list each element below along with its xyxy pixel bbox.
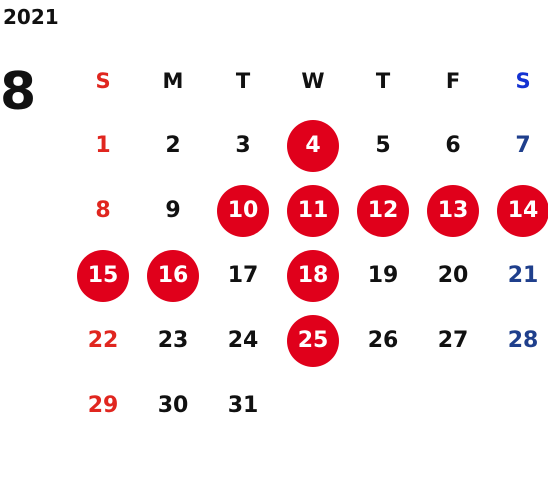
highlighted-day: 15	[77, 249, 129, 302]
day-number: 1	[95, 133, 111, 158]
day-cell[interactable]: 13	[418, 178, 488, 243]
day-cell[interactable]: 30	[138, 373, 208, 438]
day-number: 8	[95, 198, 111, 223]
day-number: 9	[165, 198, 181, 223]
day-cell[interactable]: 26	[348, 308, 418, 373]
highlighted-day: 18	[287, 249, 339, 302]
day-cell[interactable]: 24	[208, 308, 278, 373]
day-number: 6	[445, 133, 461, 158]
highlighted-day: 11	[287, 184, 339, 237]
day-cell[interactable]: 10	[208, 178, 278, 243]
day-cell[interactable]: 28	[488, 308, 548, 373]
day-number: 21	[507, 263, 539, 288]
day-cell[interactable]: 27	[418, 308, 488, 373]
empty-cell	[348, 373, 418, 438]
day-cell[interactable]: 5	[348, 113, 418, 178]
day-cell[interactable]: 14	[488, 178, 548, 243]
day-number: 23	[157, 328, 189, 353]
highlighted-day: 4	[287, 119, 339, 172]
day-cell[interactable]: 9	[138, 178, 208, 243]
day-cell[interactable]: 23	[138, 308, 208, 373]
day-number: 24	[227, 328, 259, 353]
day-cell[interactable]: 17	[208, 243, 278, 308]
highlighted-day: 12	[357, 184, 409, 237]
day-number: 3	[235, 133, 251, 158]
empty-cell	[488, 373, 548, 438]
day-number: 19	[367, 263, 399, 288]
day-number: 22	[87, 328, 119, 353]
day-number: 17	[227, 263, 259, 288]
weekday-header: T	[375, 68, 391, 93]
day-cell[interactable]: 15	[68, 243, 138, 308]
empty-cell	[278, 373, 348, 438]
day-cell[interactable]: 18	[278, 243, 348, 308]
day-cell[interactable]: 29	[68, 373, 138, 438]
day-number: 5	[375, 133, 391, 158]
day-cell[interactable]: 31	[208, 373, 278, 438]
day-number: 27	[437, 328, 469, 353]
day-number: 7	[515, 133, 531, 158]
weekday-header: M	[162, 68, 184, 93]
day-cell[interactable]: 1	[68, 113, 138, 178]
day-cell[interactable]: 6	[418, 113, 488, 178]
day-cell[interactable]: 20	[418, 243, 488, 308]
day-cell[interactable]: 25	[278, 308, 348, 373]
year-label: 2021	[3, 5, 59, 29]
day-cell[interactable]: 3	[208, 113, 278, 178]
day-cell[interactable]: 12	[348, 178, 418, 243]
weekday-header: T	[235, 68, 251, 93]
day-number: 30	[157, 393, 189, 418]
day-number: 2	[165, 133, 181, 158]
highlighted-day: 10	[217, 184, 269, 237]
day-number: 31	[227, 393, 259, 418]
day-cell[interactable]: 22	[68, 308, 138, 373]
day-cell[interactable]: 16	[138, 243, 208, 308]
day-number: 28	[507, 328, 539, 353]
day-cell[interactable]: 21	[488, 243, 548, 308]
day-cell[interactable]: 11	[278, 178, 348, 243]
highlighted-day: 16	[147, 249, 199, 302]
highlighted-day: 13	[427, 184, 479, 237]
day-number: 20	[437, 263, 469, 288]
day-cell[interactable]: 2	[138, 113, 208, 178]
day-number: 29	[87, 393, 119, 418]
day-number: 26	[367, 328, 399, 353]
month-number: 8	[0, 62, 37, 122]
highlighted-day: 14	[497, 184, 548, 237]
weekday-header: F	[445, 68, 461, 93]
highlighted-day: 25	[287, 314, 339, 367]
day-cell[interactable]: 7	[488, 113, 548, 178]
day-cell[interactable]: 8	[68, 178, 138, 243]
empty-cell	[418, 373, 488, 438]
day-cell[interactable]: 4	[278, 113, 348, 178]
weekday-header: W	[301, 68, 325, 93]
weekday-header: S	[95, 68, 111, 93]
weekday-header: S	[515, 68, 531, 93]
day-cell[interactable]: 19	[348, 243, 418, 308]
